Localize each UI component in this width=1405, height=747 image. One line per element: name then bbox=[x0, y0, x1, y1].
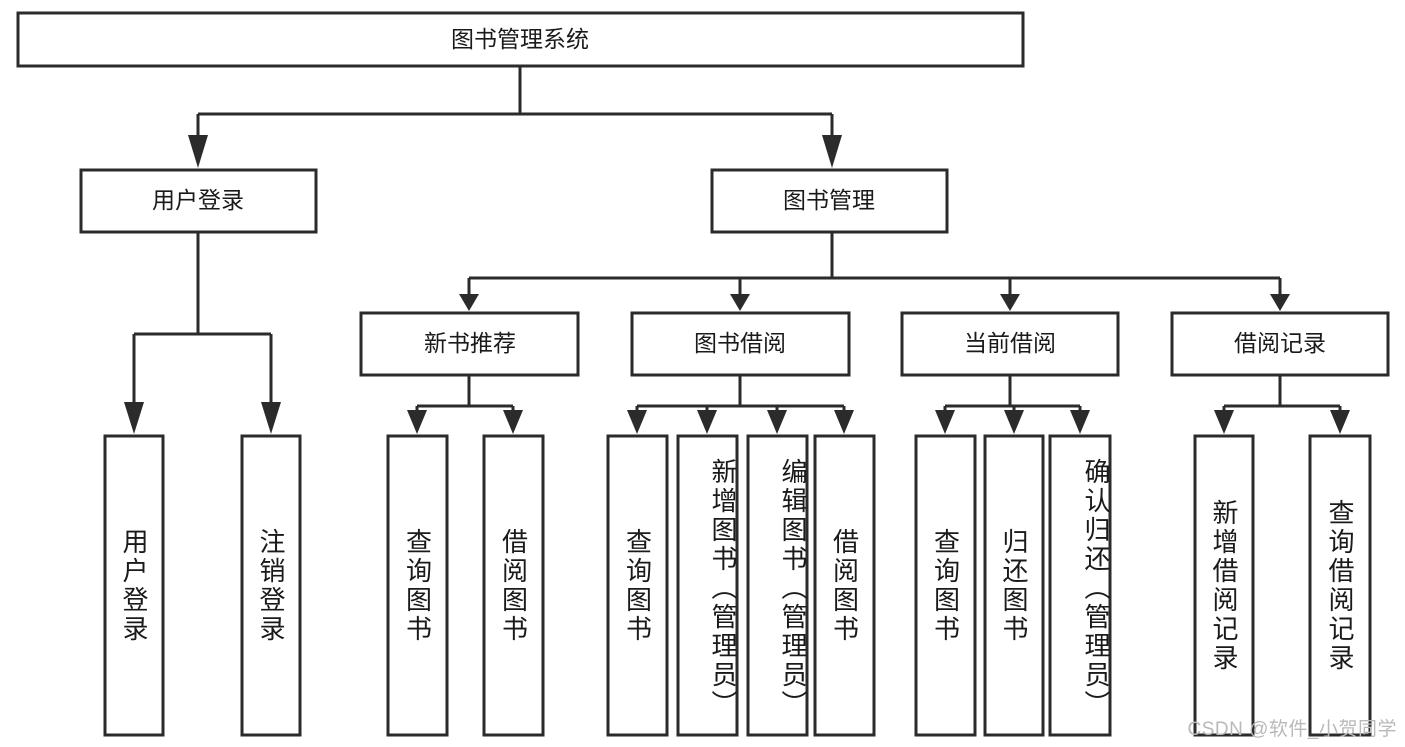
node-current-borrow[interactable]: 当前借阅 bbox=[900, 311, 1120, 377]
node-leaf-confirm-return-box[interactable] bbox=[1048, 434, 1112, 737]
arrow-head-leaf-query-book-1 bbox=[407, 410, 427, 434]
node-leaf-add-book-box[interactable] bbox=[676, 434, 739, 737]
node-new-book-recommend-label: 新书推荐 bbox=[424, 330, 516, 356]
arrow-head-leaf-add-record bbox=[1214, 410, 1234, 434]
connector-book-borrow-to-leaves bbox=[627, 375, 854, 434]
node-borrow-record-box[interactable] bbox=[1170, 311, 1390, 377]
arrow-head-leaf-user-login bbox=[124, 402, 144, 434]
node-book-borrow-box[interactable] bbox=[630, 311, 851, 377]
node-book-borrow[interactable]: 图书借阅 bbox=[630, 311, 851, 377]
node-borrow-record-label: 借阅记录 bbox=[1234, 330, 1326, 356]
connector-new-book-recommend-to-leaves bbox=[407, 375, 523, 434]
arrow-head-leaf-confirm-return bbox=[1070, 410, 1090, 434]
node-book-manage[interactable]: 图书管理 bbox=[710, 168, 949, 234]
arrow-head-new-book-recommend bbox=[459, 294, 479, 311]
node-book-manage-label: 图书管理 bbox=[783, 187, 875, 213]
connector-borrow-record-to-leaves bbox=[1214, 375, 1350, 434]
node-current-borrow-box[interactable] bbox=[900, 311, 1120, 377]
arrow-head-user-login bbox=[188, 135, 208, 168]
node-leaf-logout-box[interactable] bbox=[240, 434, 302, 737]
connector-current-borrow-to-leaves bbox=[935, 375, 1090, 434]
arrow-head-book-borrow bbox=[730, 294, 750, 311]
node-book-borrow-label: 图书借阅 bbox=[694, 330, 786, 356]
node-leaf-query-book-3-box[interactable] bbox=[914, 434, 977, 737]
arrow-head-borrow-record bbox=[1270, 294, 1290, 311]
arrow-head-leaf-query-record bbox=[1330, 410, 1350, 434]
arrow-head-leaf-query-book-3 bbox=[935, 410, 955, 434]
node-leaf-return-book-box[interactable] bbox=[983, 434, 1045, 737]
connector-user-login-to-leaves bbox=[124, 232, 281, 434]
node-leaf-user-login-box[interactable] bbox=[103, 434, 165, 737]
node-leaf-borrow-book-1-box[interactable] bbox=[482, 434, 545, 737]
node-leaf-query-record-box[interactable] bbox=[1308, 434, 1372, 737]
node-root-label: 图书管理系统 bbox=[451, 26, 589, 52]
arrow-head-current-borrow bbox=[1000, 294, 1020, 311]
node-leaf-borrow-book-2-box[interactable] bbox=[813, 434, 876, 737]
arrow-head-leaf-return-book bbox=[1004, 410, 1024, 434]
csdn-watermark: CSDN @软件_小贺同学 bbox=[1187, 719, 1397, 740]
node-borrow-record[interactable]: 借阅记录 bbox=[1170, 311, 1390, 377]
arrow-head-leaf-add-book bbox=[697, 410, 717, 434]
node-new-book-recommend-box[interactable] bbox=[359, 311, 580, 377]
node-leaf-query-book-1-box[interactable] bbox=[386, 434, 449, 737]
node-user-login-label: 用户登录 bbox=[152, 187, 244, 213]
node-user-login-box[interactable] bbox=[79, 168, 318, 234]
arrow-head-leaf-query-book-2 bbox=[627, 410, 647, 434]
node-book-manage-box[interactable] bbox=[710, 168, 949, 234]
node-root-box[interactable] bbox=[16, 11, 1025, 68]
arrow-head-leaf-logout bbox=[261, 402, 281, 434]
arrow-head-book-manage bbox=[822, 135, 842, 168]
node-root[interactable]: 图书管理系统 bbox=[16, 11, 1025, 68]
node-current-borrow-label: 当前借阅 bbox=[964, 330, 1056, 356]
node-leaf-query-book-2-box[interactable] bbox=[606, 434, 669, 737]
node-new-book-recommend[interactable]: 新书推荐 bbox=[359, 311, 580, 377]
node-leaf-edit-book-box[interactable] bbox=[746, 434, 809, 737]
arrow-head-leaf-edit-book bbox=[767, 410, 787, 434]
node-leaf-add-record-box[interactable] bbox=[1193, 434, 1255, 737]
arrow-head-leaf-borrow-book-2 bbox=[834, 410, 854, 434]
leaf-boxes bbox=[103, 434, 1372, 737]
arrow-head-leaf-borrow-book-1 bbox=[503, 410, 523, 434]
node-user-login[interactable]: 用户登录 bbox=[79, 168, 318, 234]
connector-root-to-level2 bbox=[188, 66, 842, 168]
connector-book-manage-to-level3 bbox=[459, 232, 1290, 311]
